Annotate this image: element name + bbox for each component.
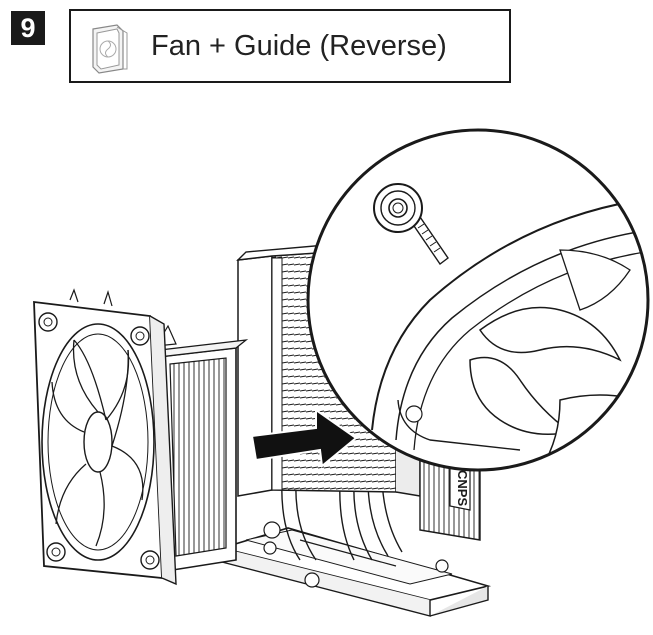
mounting-base [218,521,492,617]
step-title-box: Fan + Guide (Reverse) [69,9,511,83]
step-title: Fan + Guide (Reverse) [151,30,447,62]
cooling-fan [33,288,177,586]
screw [373,183,449,265]
svg-text:CNPS: CNPS [455,470,470,506]
step-number: 9 [11,11,45,45]
arrow-right-icon [250,408,358,468]
detail-magnifier [306,128,650,472]
fan-guide-icon [92,24,128,74]
